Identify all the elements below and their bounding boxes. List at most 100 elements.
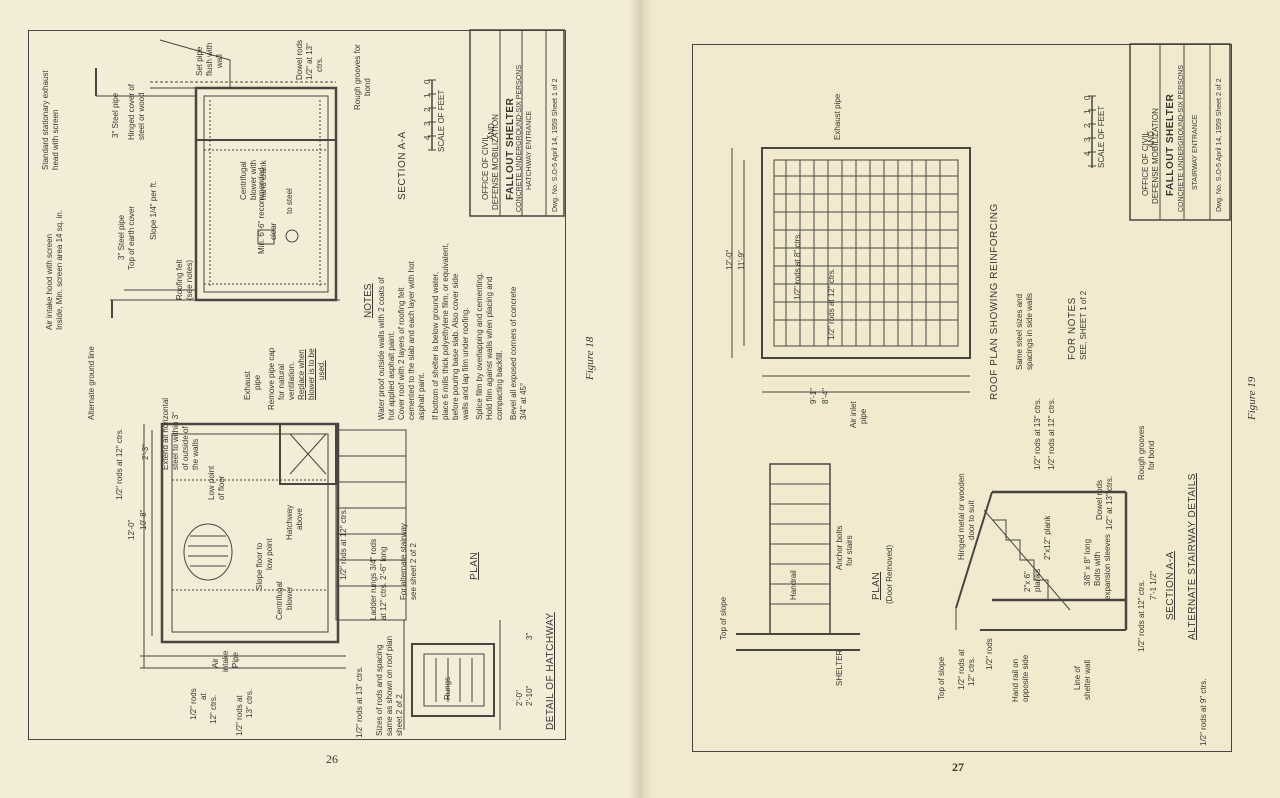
notes-title: NOTES	[363, 283, 374, 318]
lbl-slope-floor2: low point	[265, 538, 274, 570]
lbl-exhaust-head: Standard stationary exhaust	[41, 70, 50, 170]
note-line-0: Water proof outside walls with 2 coats o…	[377, 277, 386, 420]
lbl-rough: Rough grooves for	[353, 44, 362, 110]
lbl-dowel3: ctrs.	[315, 56, 324, 72]
note-line-10: Hold film against walls when placing and	[485, 276, 494, 420]
lbl2-rods-13: 1/2" rods at 13" ctrs.	[1033, 398, 1042, 470]
lbl-dowel2: 1/2" at 13"	[305, 43, 314, 80]
tb2-subtitle1: CONCRETE UNDERGROUND-SIX PERSONS	[1178, 64, 1185, 212]
plan-title: PLAN	[469, 551, 480, 580]
lbl-sizes3: sheet 2 of 2	[395, 694, 404, 736]
tb-subtitle2: HATCHWAY ENTRANCE	[526, 110, 533, 190]
detail-title: DETAIL OF HATCHWAY	[545, 612, 556, 730]
lbl2-rough2: for bond	[1147, 440, 1156, 470]
lbl2-exhaust-pipe: Exhaust pipe	[833, 93, 842, 140]
scale2-tick-3: 3	[1083, 137, 1092, 142]
lbl-dim-2-10: 2'-10"	[525, 685, 534, 706]
lbl2-shelter-wall2: shelter wall	[1083, 659, 1092, 700]
lbl2-handrail: Handrail	[789, 570, 798, 600]
for-notes2: SEE, SHEET 1 of 2	[1079, 290, 1088, 360]
lbl-centrifugal: Centrifugal	[239, 161, 248, 200]
lbl-set-pipe3: wall	[215, 54, 224, 68]
lbl2-top-slope: Top of slope	[719, 596, 728, 640]
left-drawing-frame	[28, 30, 566, 740]
lbl-dim-10-8: 10'-8"	[139, 509, 148, 530]
scale-tick-3: 3	[423, 121, 432, 126]
lbl-extend3: of outside of	[181, 426, 190, 470]
lbl-ventilation: ventilation.	[287, 361, 296, 400]
lbl2-hand-rail-opp: Hand rail on	[1011, 658, 1020, 702]
lbl-rods-13: 1/2" rods at 13" ctrs.	[355, 666, 364, 738]
lbl-of-floor: of floor	[217, 475, 226, 500]
lbl-roofing-felt: Roofing felt	[175, 259, 184, 300]
plan2-title: PLAN	[871, 571, 882, 600]
lbl2-dowel: Dowel rods	[1095, 479, 1104, 520]
lbl-hinged-cover: Hinged cover of	[127, 83, 136, 140]
lbl-low-point: Low point	[207, 465, 216, 500]
lbl-sizes2: same as shown on roof plan	[385, 635, 394, 736]
note-line-9: Splice film by overlapping and cementing…	[475, 272, 484, 420]
section2-title: SECTION A-A	[1165, 551, 1176, 620]
lbl-rods-left: 1/2" rods	[189, 688, 198, 720]
lbl2-rough: Rough grooves	[1137, 425, 1146, 480]
lbl-air-intake: Air	[211, 658, 220, 668]
right-drawing-frame	[692, 44, 1232, 752]
lbl2-rods-9: 1/2" rods at 9" ctrs.	[1199, 678, 1208, 746]
lbl-rough2: bond	[363, 78, 372, 96]
lbl-rungs: Rungs	[443, 676, 452, 700]
plan2-sub: (Door Removed)	[885, 544, 894, 604]
section-title: SECTION A-A	[397, 131, 408, 200]
note-line-7: before pouring base slab. Also cover sid…	[451, 273, 460, 420]
lbl-extend2: steel to within 3"	[171, 412, 180, 470]
scale2-tick-2: 2	[1083, 123, 1092, 128]
lbl2-dim-7-1: 7'-1 1/2"	[1149, 570, 1158, 600]
note-line-5: If bottom of shelter is below ground wat…	[431, 271, 440, 420]
left-drawing-lines	[95, 29, 565, 730]
lbl-dim-2-0: 2'-0"	[515, 690, 524, 706]
lbl-clear: clear	[269, 222, 278, 240]
lbl-dowel: Dowel rods	[295, 39, 304, 80]
lbl2-air-inlet: Air inlet	[849, 401, 858, 428]
lbl-ladder: Ladder rungs 3/4" rods	[369, 538, 378, 620]
lbl-ground-line: Alternate ground line	[87, 346, 96, 420]
lbl2-dim-11-9: 11'-9"	[737, 250, 746, 270]
note-line-1: hot applied asphalt paint.	[387, 331, 396, 420]
lbl-hinged-cover2: steel or wood	[137, 92, 146, 140]
lbl-natural: for natural	[277, 363, 286, 400]
tb2-dwg: Dwg. No. S.O-5 April 14, 1959 Sheet 2 of…	[1216, 78, 1223, 212]
lbl-centrifugal-b: Centrifugal	[275, 581, 284, 620]
lbl-air-intake3: Pipe	[231, 651, 240, 668]
lbl2-shelter-wall: Line of	[1073, 665, 1082, 690]
lbl-hatchway2: above	[295, 508, 304, 530]
lbl-alt-stair2: see sheet 2 of 2	[409, 543, 418, 600]
note-line-8: walls and lap film under roofing.	[461, 307, 470, 420]
lbl2-anchor: Anchor bolts	[835, 525, 844, 570]
lbl-exhaust-head2: head with screen	[51, 109, 60, 170]
lbl2-bolts2: Bolts with	[1093, 551, 1102, 586]
lbl2-plank: 2"x12" plank	[1043, 515, 1052, 560]
lbl-hatchway: Hatchway	[285, 504, 294, 540]
lbl-rods-12b: 1/2" rods at 12" ctrs.	[339, 508, 348, 580]
lbl2-planks2: planks	[1033, 568, 1042, 592]
page-number-right: 27	[952, 760, 964, 774]
lbl-extend: Extend all horizontal	[161, 397, 170, 470]
alt-title: ALTERNATE STAIRWAY DETAILS	[1187, 473, 1198, 640]
lbl2-rods-12b: 1/2" rods at 12" ctrs.	[1047, 398, 1056, 470]
lbl-see-notes: (see notes)	[185, 259, 194, 300]
lbl2-rods-12d: 1/2" rods at	[957, 649, 966, 690]
lbl-intake-hood: Air intake hood with screen	[45, 233, 54, 330]
lbl-replace: Replace when	[297, 349, 306, 400]
lbl-rods-left5: 13" ctrs.	[245, 688, 254, 718]
lbl-slope: Slope 1/4" per ft.	[149, 180, 158, 240]
tb2-subtitle2: STAIRWAY ENTRANCE	[1192, 114, 1199, 190]
scale2-tick-0: 0	[1083, 95, 1092, 100]
lbl2-dim-8-4: 8'-4"	[821, 388, 830, 404]
lbl-extend4: the walls	[191, 438, 200, 470]
lbl2-same-steel: Same steel sizes and	[1015, 293, 1024, 370]
lbl2-planks: 2"x 6"	[1023, 571, 1032, 592]
tb-dwg: Dwg. No. S.O-5 April 14, 1959 Sheet 1 of…	[552, 78, 559, 212]
note-line-11: compacting backfill.	[495, 350, 504, 420]
lbl-slope-floor: Slope floor to	[255, 542, 264, 590]
scale-tick-4: 4	[423, 135, 432, 140]
lbl-exhaust-pipe: Exhaust	[243, 371, 252, 400]
